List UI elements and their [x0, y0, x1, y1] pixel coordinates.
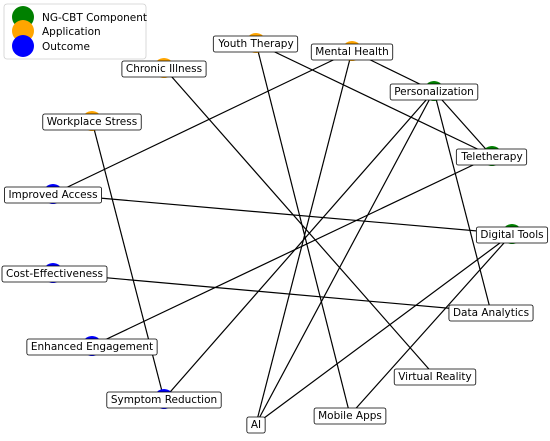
legend-frame — [3, 3, 147, 60]
node-label-box-virtual-reality — [393, 368, 477, 386]
node-label-box-digital-tools — [475, 226, 549, 244]
node-label-mental-health: Mental Health — [310, 43, 394, 61]
node-label-virtual-reality: Virtual Reality — [393, 368, 477, 386]
node-label-text-data-analytics: Data Analytics — [453, 307, 529, 319]
node-label-workplace-stress: Workplace Stress — [42, 113, 142, 131]
node-label-box-mental-health — [310, 43, 394, 61]
node-label-text-symptom-reduction: Symptom Reduction — [111, 394, 217, 406]
node-label-box-symptom-reduction — [106, 391, 222, 409]
edge-mental-health-improved-access — [52, 50, 353, 195]
node-label-cost-effectiveness: Cost-Effectiveness — [1, 265, 108, 283]
legend-label-application: Application — [42, 26, 101, 38]
node-label-text-virtual-reality: Virtual Reality — [398, 371, 472, 383]
node-label-box-enhanced-engagement — [26, 338, 158, 356]
node-label-personalization: Personalization — [389, 83, 479, 101]
node-label-text-workplace-stress: Workplace Stress — [47, 116, 137, 128]
node-label-text-cost-effectiveness: Cost-Effectiveness — [6, 268, 103, 280]
node-label-data-analytics: Data Analytics — [448, 304, 534, 322]
node-label-text-enhanced-engagement: Enhanced Engagement — [31, 341, 153, 353]
edge-personalization-ai — [255, 90, 435, 425]
edge-cost-effectiveness-data-analytics — [52, 272, 492, 313]
node-label-text-personalization: Personalization — [394, 86, 474, 98]
legend-label-outcome: Outcome — [42, 41, 90, 53]
node-label-symptom-reduction: Symptom Reduction — [106, 391, 222, 409]
node-label-box-workplace-stress — [42, 113, 142, 131]
node-label-box-data-analytics — [448, 304, 534, 322]
edge-youth-therapy-teletherapy — [255, 42, 493, 157]
edge-improved-access-digital-tools — [52, 193, 513, 235]
edge-mental-health-ai — [255, 50, 353, 425]
node-label-text-youth-therapy: Youth Therapy — [217, 38, 293, 50]
node-label-box-chronic-illness — [121, 60, 207, 78]
node-label-box-improved-access — [4, 186, 102, 204]
edge-teletherapy-enhanced-engagement — [91, 155, 493, 347]
node-label-box-mobile-apps — [313, 407, 387, 425]
edge-digital-tools-ai — [255, 233, 513, 425]
node-label-teletherapy: Teletherapy — [455, 148, 528, 166]
node-label-text-mental-health: Mental Health — [315, 46, 388, 58]
legend: NG-CBT Component Application Outcome — [3, 3, 147, 60]
node-label-box-youth-therapy — [212, 35, 299, 53]
node-label-text-mobile-apps: Mobile Apps — [318, 410, 382, 422]
node-label-text-ai: AI — [251, 419, 261, 431]
node-label-text-improved-access: Improved Access — [8, 189, 97, 201]
legend-entry-outcome: Outcome — [12, 35, 90, 57]
node-label-digital-tools: Digital Tools — [475, 226, 549, 244]
edges-layer — [52, 42, 513, 425]
edge-youth-therapy-mobile-apps — [255, 42, 351, 416]
node-label-youth-therapy: Youth Therapy — [212, 35, 299, 53]
node-label-box-teletherapy — [455, 148, 528, 166]
node-label-box-personalization — [389, 83, 479, 101]
node-label-chronic-illness: Chronic Illness — [121, 60, 207, 78]
edge-chronic-illness-virtual-reality — [163, 67, 436, 377]
edge-personalization-symptom-reduction — [163, 90, 435, 400]
legend-label-component: NG-CBT Component — [42, 12, 147, 24]
node-label-box-cost-effectiveness — [1, 265, 108, 283]
node-label-improved-access: Improved Access — [4, 186, 102, 204]
edge-workplace-stress-symptom-reduction — [91, 120, 165, 400]
node-label-text-chronic-illness: Chronic Illness — [126, 63, 202, 75]
node-label-mobile-apps: Mobile Apps — [313, 407, 387, 425]
edge-personalization-teletherapy — [433, 90, 493, 157]
edge-personalization-data-analytics — [433, 90, 492, 313]
node-label-text-digital-tools: Digital Tools — [480, 229, 543, 241]
node-label-ai: AI — [246, 416, 266, 434]
node-label-box-ai — [246, 416, 266, 434]
legend-swatch-outcome — [12, 35, 34, 57]
edge-digital-tools-mobile-apps — [349, 233, 513, 416]
node-label-enhanced-engagement: Enhanced Engagement — [26, 338, 158, 356]
node-label-text-teletherapy: Teletherapy — [460, 151, 522, 163]
